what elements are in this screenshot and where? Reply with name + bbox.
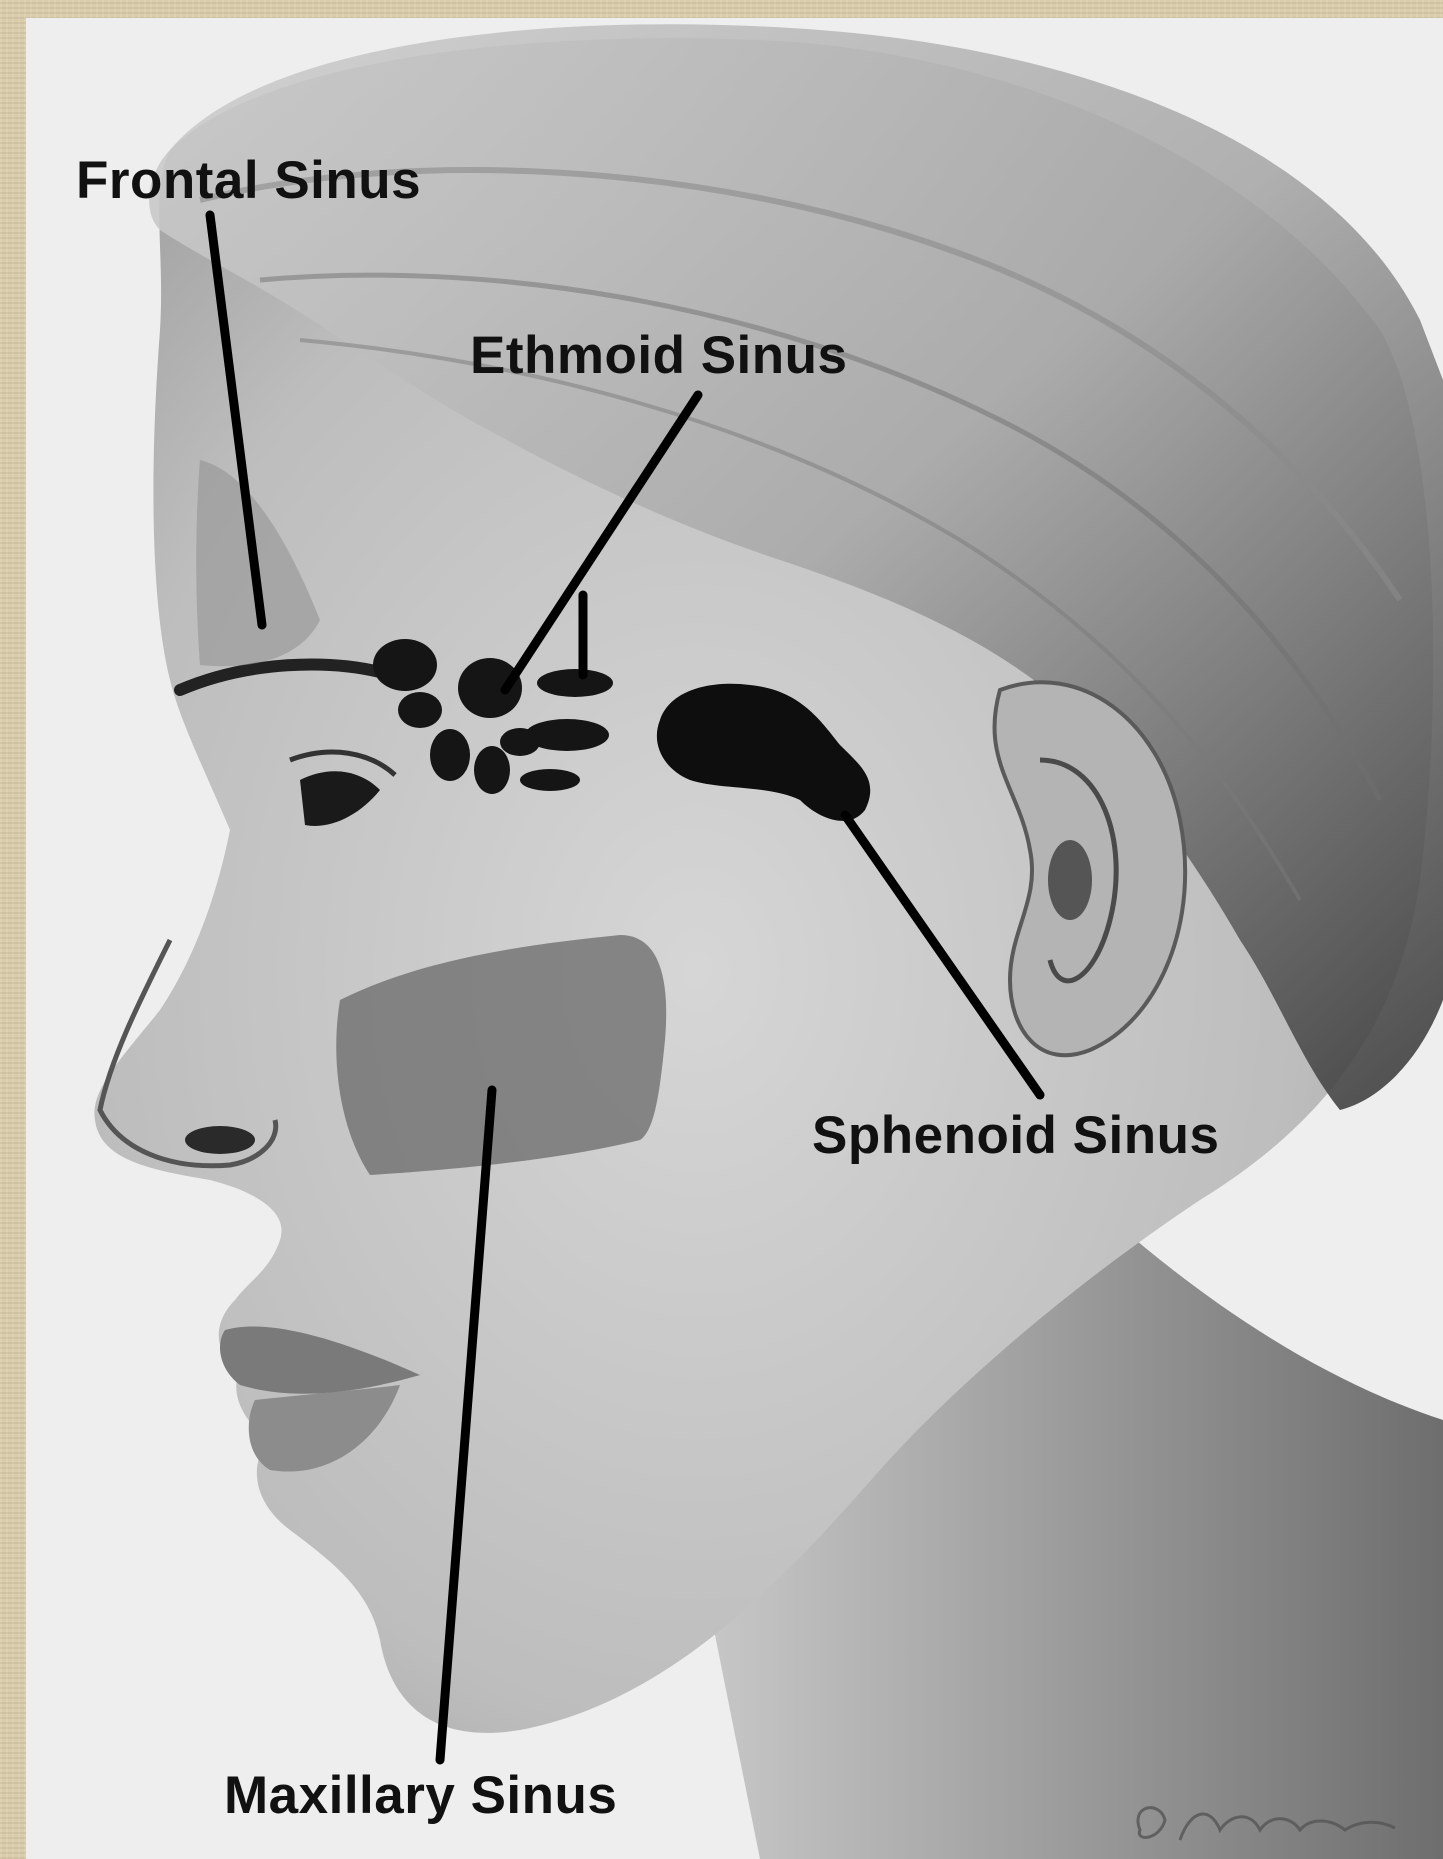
ethmoid-sinus-label: Ethmoid Sinus xyxy=(470,325,848,386)
frontal-sinus-label: Frontal Sinus xyxy=(76,150,421,211)
sphenoid-sinus-label: Sphenoid Sinus xyxy=(812,1105,1219,1166)
maxillary-sinus-label: Maxillary Sinus xyxy=(224,1765,617,1826)
